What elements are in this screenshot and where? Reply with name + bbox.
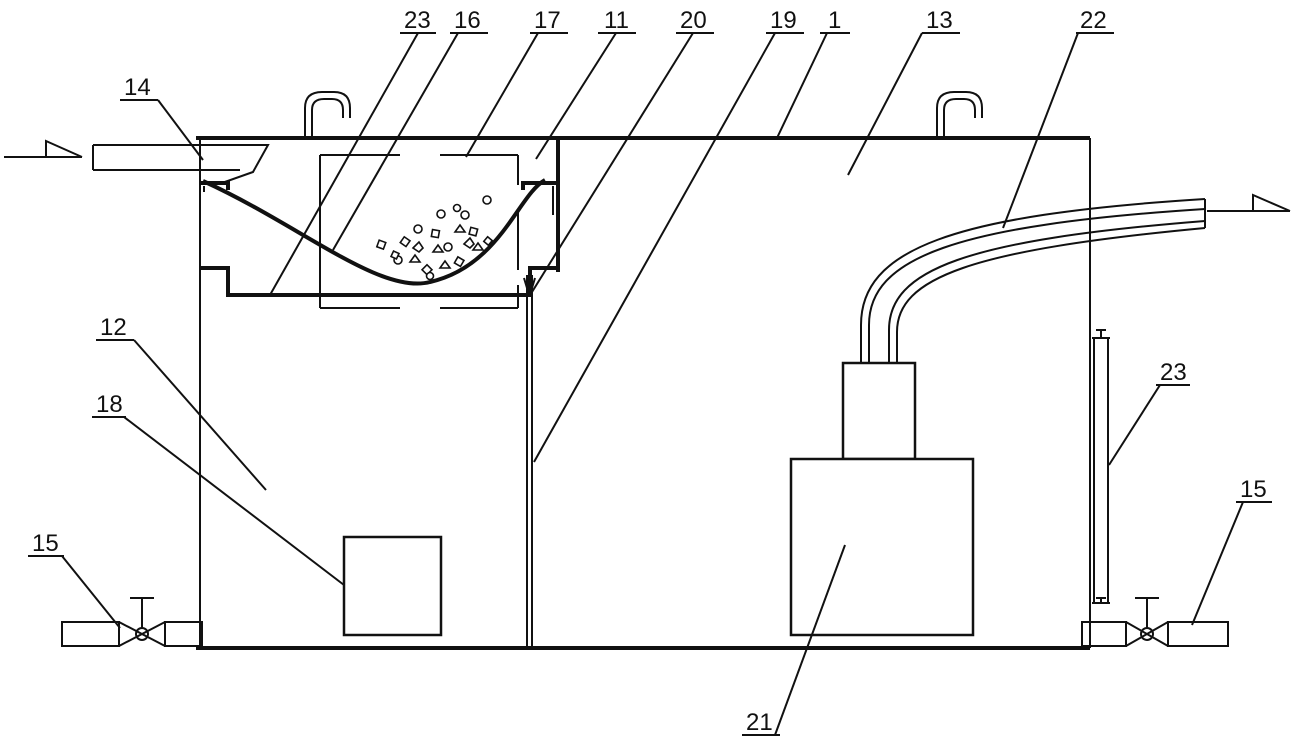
- filter-mesh: [202, 178, 547, 286]
- leader-lines: [61, 32, 1244, 736]
- callout-12: 12: [100, 314, 127, 341]
- level-gauge: [1092, 329, 1110, 604]
- inlet-flow-arrow: [4, 139, 83, 158]
- outlet-flow-arrow: [1207, 193, 1291, 212]
- callout-labels: 23 16 17 11 20 19 1 13 22 14 12 18 15 23…: [28, 7, 1272, 736]
- sensor-box: [342, 535, 443, 637]
- callout-13: 13: [926, 7, 953, 34]
- pump: [789, 361, 975, 637]
- callout-14: 14: [124, 74, 151, 101]
- callout-11: 11: [604, 7, 629, 34]
- callout-1: 1: [828, 7, 841, 34]
- debris-particles: [375, 195, 494, 281]
- drain-valve-left: [61, 597, 203, 647]
- divider-plate: [523, 275, 536, 648]
- callout-23-right: 23: [1160, 359, 1187, 386]
- drain-valve-right: [1081, 597, 1229, 647]
- outlet-hose: [860, 198, 1206, 363]
- callout-19: 19: [770, 7, 797, 34]
- callout-18: 18: [96, 391, 123, 418]
- tank-body: [196, 136, 1091, 650]
- callout-23-top: 23: [404, 7, 431, 34]
- callout-15-left: 15: [32, 530, 59, 557]
- inlet-pipe: [92, 144, 270, 184]
- callout-21: 21: [746, 709, 773, 736]
- lifting-hook-left: [304, 91, 351, 138]
- filter-basket: [319, 154, 519, 309]
- callout-22: 22: [1080, 7, 1107, 34]
- callout-17: 17: [534, 7, 561, 34]
- filter-frame: [200, 138, 560, 297]
- lifting-hook-right: [936, 91, 983, 138]
- callout-15-right: 15: [1240, 476, 1267, 503]
- callout-16: 16: [454, 7, 481, 34]
- callout-20: 20: [680, 7, 707, 34]
